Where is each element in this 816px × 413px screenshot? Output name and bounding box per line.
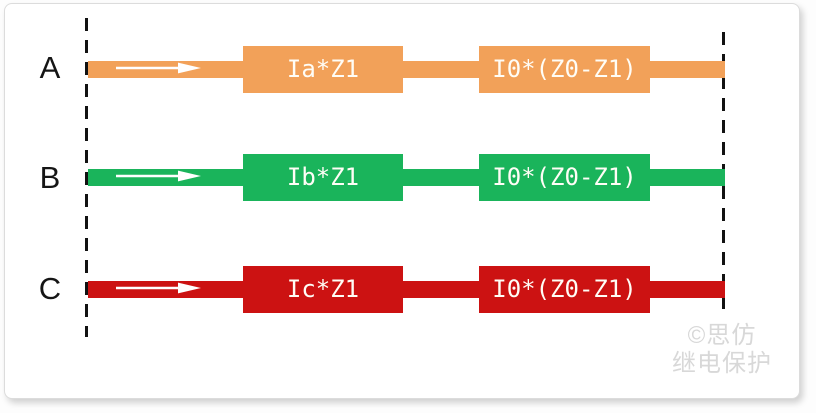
phase-b-impedance-block-1: Ib*Z1 [243, 154, 403, 201]
watermark-line2: 继电保护 [672, 350, 772, 377]
phase-a-impedance-block-2: I0*(Z0-Z1) [479, 46, 650, 93]
phase-c-impedance-block-2: I0*(Z0-Z1) [479, 266, 650, 313]
left-boundary-dashed-line [85, 18, 88, 337]
phase-c-label: C [38, 271, 62, 306]
phase-a-label: A [39, 50, 61, 85]
copyright-watermark: ©思仿 继电保护 [672, 322, 772, 378]
phase-b-label: B [39, 160, 61, 195]
current-direction-arrow-icon [116, 170, 201, 182]
phase-c-impedance-block-1: Ic*Z1 [243, 266, 403, 313]
watermark-line1: ©思仿 [687, 322, 757, 349]
phase-a-impedance-block-1: Ia*Z1 [243, 46, 403, 93]
current-direction-arrow-icon [116, 62, 201, 74]
phase-b-impedance-block-2: I0*(Z0-Z1) [479, 154, 650, 201]
current-direction-arrow-icon [116, 282, 201, 294]
